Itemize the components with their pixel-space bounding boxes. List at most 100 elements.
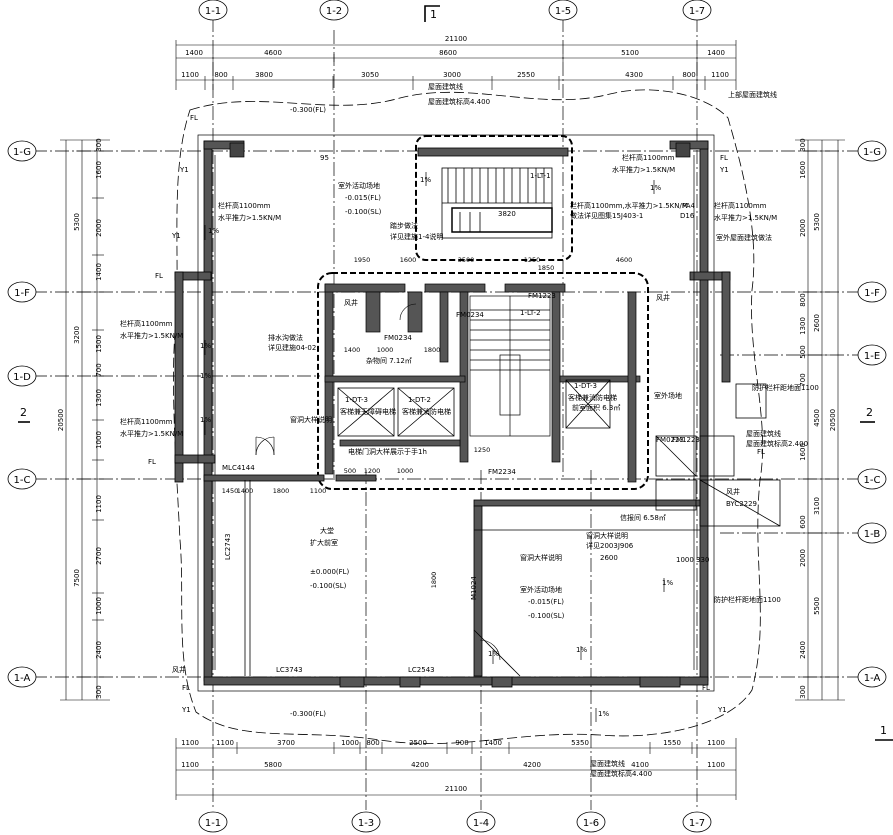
dim-top2-7: 4300 bbox=[625, 71, 643, 79]
top-dimension-lines bbox=[175, 40, 737, 90]
fl-tr: FL bbox=[720, 154, 728, 162]
rail-right-3: 栏杆高1100mm bbox=[714, 201, 767, 210]
dim-top2-4: 3050 bbox=[361, 71, 379, 79]
dim-bot-3: 3700 bbox=[277, 739, 295, 747]
rail-right-1: 栏杆高1100mm,水平推力>1.5KN/M bbox=[570, 201, 688, 210]
cdim-17: 500 bbox=[344, 467, 356, 475]
y1-bl: Y1 bbox=[181, 706, 191, 714]
lc-2: LC2543 bbox=[408, 666, 435, 674]
slope-l2: 1% bbox=[200, 342, 211, 350]
core-walls bbox=[324, 283, 641, 483]
dim-top2-3: 3800 bbox=[255, 71, 273, 79]
axis-left-D: 1-D bbox=[13, 372, 31, 383]
roof-edge-outline bbox=[173, 89, 763, 745]
axis-top-2: 1-2 bbox=[326, 6, 342, 17]
level-top: -0.300(FL) bbox=[290, 106, 326, 114]
outdoor-low-fl: -0.015(FL) bbox=[528, 598, 564, 606]
rail-right-4: 水平推力>1.5KN/M bbox=[714, 213, 777, 222]
elev-2: 1-DT-2 bbox=[408, 396, 431, 404]
rail-top-r2: 水平推力>1.5KN/M bbox=[612, 165, 675, 174]
axis-left-C: 1-C bbox=[14, 475, 31, 486]
rf-right: 屋面建筑标高2.400 bbox=[746, 439, 808, 448]
dim-top2-1: 1100 bbox=[181, 71, 199, 79]
rail-note-r: 防护栏杆距地面1100 bbox=[752, 383, 819, 392]
core-dim-texts: 1950 1600 3500 1250 1850 4600 1400 1000 … bbox=[222, 256, 633, 588]
roof-edge-top-b: 屋面建筑线 bbox=[428, 82, 463, 91]
slope-b3: 1% bbox=[598, 710, 609, 718]
dim-top2-8: 800 bbox=[682, 71, 695, 79]
dim-bot2-3: 4200 bbox=[411, 761, 429, 769]
window-note-l: 窗洞大样说明 bbox=[290, 415, 332, 424]
m-2: M1024 bbox=[470, 576, 478, 600]
steps-ref: 详见建施1-4说明 bbox=[390, 232, 443, 241]
dim-bot-5: 800 bbox=[366, 739, 379, 747]
rail-mid-1: 栏杆高1100mm bbox=[120, 319, 173, 328]
level-bottom: -0.300(FL) bbox=[290, 710, 326, 718]
lobby-sl: -0.100(SL) bbox=[310, 582, 347, 590]
section-top: 1 bbox=[430, 8, 437, 21]
cdim-9: 1000 bbox=[377, 346, 394, 354]
dim-right-major-5: 5500 bbox=[813, 597, 821, 615]
dim-top2-9: 1100 bbox=[711, 71, 729, 79]
axis-left-F: 1-F bbox=[14, 288, 30, 299]
dim-bot-10: 1550 bbox=[663, 739, 681, 747]
feng-4: 风井 bbox=[172, 665, 186, 674]
outdoor-top-sl: -0.100(SL) bbox=[345, 208, 382, 216]
cdim-3: 3500 bbox=[458, 256, 475, 264]
rail-low-1: 栏杆高1100mm bbox=[120, 417, 173, 426]
elev-txt-3: 客梯兼消防电梯 bbox=[568, 393, 617, 402]
fl-tl: FL bbox=[190, 114, 198, 122]
rail-left-2: 水平推力>1.5KN/M bbox=[218, 213, 281, 222]
section-labels: 1 2 2 1 bbox=[20, 8, 887, 737]
dim-bot-9: 5350 bbox=[571, 739, 589, 747]
rail-right-5: 室外屋面建筑做法 bbox=[716, 233, 772, 242]
dim-right-major-1: 5300 bbox=[813, 213, 821, 231]
dim-right-minor-3: 2000 bbox=[799, 219, 807, 237]
cdim-13: 1400 bbox=[237, 487, 254, 495]
core-stairs bbox=[469, 295, 551, 437]
dim-right-minor-6: 500 bbox=[799, 345, 807, 358]
fm-2: FM1223 bbox=[528, 292, 556, 300]
elev-txt-2: 客梯兼消防电梯 bbox=[402, 407, 451, 416]
info-room: 信报间 6.58㎡ bbox=[620, 513, 666, 522]
axis-right-C: 1-C bbox=[864, 475, 881, 486]
right-rooms bbox=[655, 383, 781, 527]
cdim-14: 1450 bbox=[222, 487, 239, 495]
elev-1: 1-DT-3 bbox=[345, 396, 368, 404]
storage: 杂物间 7.12㎡ bbox=[366, 356, 412, 365]
cdim-11: 1250 bbox=[474, 446, 491, 454]
window-note-c: 窗洞大样说明 bbox=[520, 553, 562, 562]
dim-bot-11: 1100 bbox=[707, 739, 725, 747]
dim-bot-1: 1100 bbox=[181, 739, 199, 747]
dim-bot-2: 1100 bbox=[216, 739, 234, 747]
dim-top-3: 8600 bbox=[439, 49, 457, 57]
axis-top-3: 1-5 bbox=[555, 6, 571, 17]
dim-right-minor-4: 800 bbox=[799, 293, 807, 306]
cdim-18: 1200 bbox=[364, 467, 381, 475]
dim-bot-6: 2500 bbox=[409, 739, 427, 747]
axis-bottom-4: 1-6 bbox=[583, 818, 599, 829]
y1-l: Y1 bbox=[171, 232, 181, 240]
axis-labels: 1-1 1-2 1-5 1-7 1-1 1-3 1-4 1-6 1-7 1-G … bbox=[13, 6, 881, 829]
top-stair-outline bbox=[415, 135, 573, 261]
outdoor-top-fl: -0.015(FL) bbox=[345, 194, 381, 202]
cdim-19: 1000 bbox=[397, 467, 414, 475]
byc-label: BYC2229 bbox=[726, 500, 757, 508]
dim-right-minor-7: 700 bbox=[799, 373, 807, 386]
axis-bottom-5: 1-7 bbox=[689, 818, 705, 829]
dim-top-overall: 21100 bbox=[445, 35, 467, 43]
feng-3: 风井 bbox=[726, 487, 740, 496]
cdim-1: 1950 bbox=[354, 256, 371, 264]
outdoor-low: 室外活动场地 bbox=[520, 585, 562, 594]
cdim-6: 1850 bbox=[538, 264, 555, 272]
steps-note: 踏步做法 bbox=[390, 221, 418, 230]
axis-top-1: 1-1 bbox=[205, 6, 221, 17]
fl-br: FL bbox=[702, 684, 710, 692]
dim-bot2-5: 4100 bbox=[631, 761, 649, 769]
dim-right-minor-11: 2400 bbox=[799, 641, 807, 659]
mlc-label: MLC4144 bbox=[222, 464, 255, 472]
elev-area: 前室面积 6.3㎡ bbox=[572, 403, 620, 412]
outdoor-r: 室外场地 bbox=[654, 391, 682, 400]
dim-bot-8: 1400 bbox=[484, 739, 502, 747]
